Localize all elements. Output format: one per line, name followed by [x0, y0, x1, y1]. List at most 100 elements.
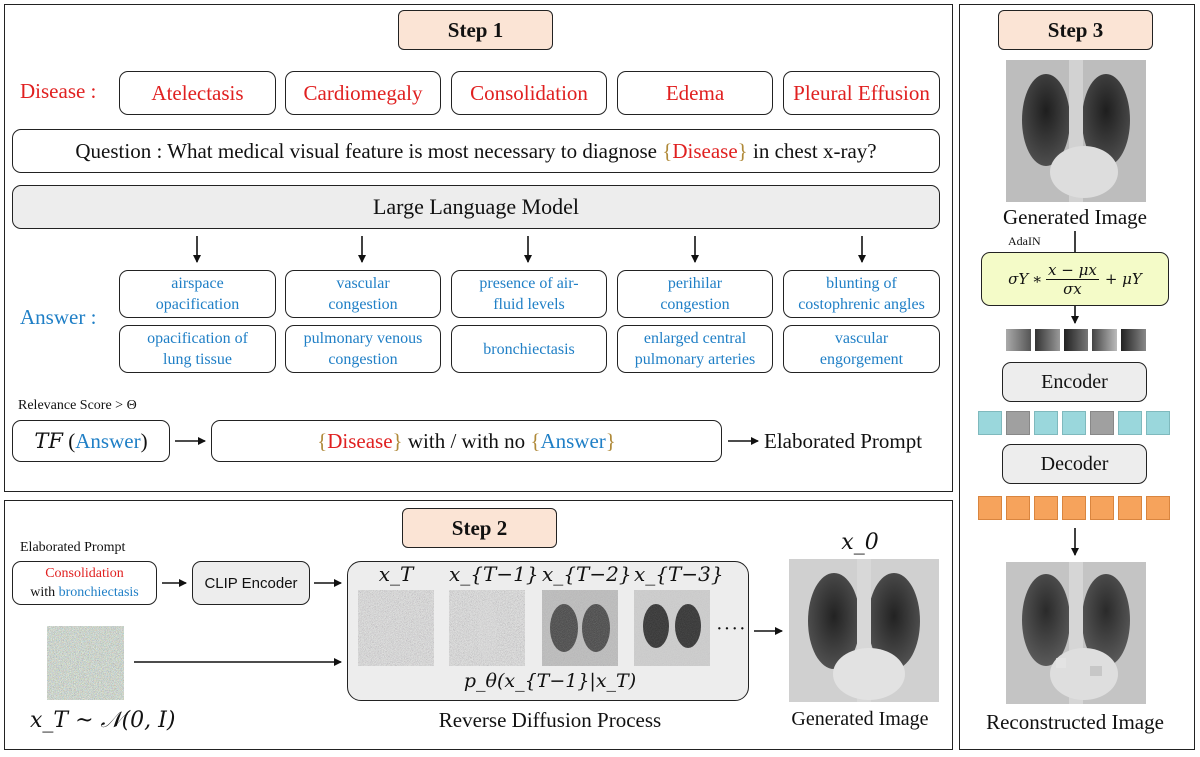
- xt-label: x_T: [378, 562, 414, 586]
- xray-texture: [634, 590, 710, 666]
- adain-label: AdaIN: [1008, 234, 1041, 248]
- answer-label: Answer :: [20, 305, 97, 329]
- prompt-answer: Answer: [540, 428, 606, 453]
- paren-open: (: [63, 428, 76, 453]
- encoder-token-row: [978, 411, 1170, 435]
- formula-plus: + μY: [1104, 270, 1142, 288]
- token: [1090, 496, 1114, 520]
- chest-xray-image: [789, 559, 939, 702]
- answer-text: pulmonary venous: [303, 330, 423, 347]
- prompt-disease: Disease: [327, 428, 393, 453]
- token: [1062, 411, 1086, 435]
- answer-text: blunting of: [826, 275, 897, 292]
- elab-answer: bronchiectasis: [58, 585, 139, 600]
- brace-open: {: [530, 428, 541, 453]
- generated-image-label-step3: Generated Image: [1003, 205, 1147, 229]
- disease-consolidation: Consolidation: [451, 71, 607, 115]
- step2-panel: [4, 500, 953, 750]
- paren-close: ): [140, 428, 148, 453]
- reverse-diffusion-label: Reverse Diffusion Process: [438, 708, 662, 732]
- xt3-label: x_{T−3}: [634, 562, 724, 586]
- xt1-label: x_{T−1}: [449, 562, 539, 586]
- tf-box: TF (Answer): [12, 420, 170, 462]
- brace-open: {: [662, 138, 673, 163]
- tf-argument: Answer: [75, 428, 141, 453]
- step2-title: Step 2: [402, 508, 557, 548]
- token: [1146, 496, 1170, 520]
- prompt-template-box: {Disease} with / with no {Answer}: [211, 420, 722, 462]
- answer-text: congestion: [328, 351, 398, 368]
- token: [1006, 411, 1030, 435]
- decoder-box: Decoder: [1002, 444, 1147, 484]
- prompt-mid: with / with no: [402, 428, 531, 453]
- question-post: in chest x-ray?: [747, 138, 877, 163]
- noise-texture: [358, 590, 434, 666]
- answer-text: lung tissue: [163, 351, 232, 368]
- token: [1006, 496, 1030, 520]
- step3-title: Step 3: [998, 10, 1153, 50]
- diffusion-image-xt3: [634, 590, 710, 666]
- token: [1062, 496, 1086, 520]
- token: [1118, 496, 1142, 520]
- step3-panel: [959, 4, 1195, 750]
- answer-text: vascular: [834, 330, 889, 347]
- token: [978, 411, 1002, 435]
- answer-text: bronchiectasis: [483, 340, 575, 358]
- reconstructed-image-label: Reconstructed Image: [986, 710, 1164, 734]
- reconstructed-xray: [1006, 562, 1146, 704]
- image-patch: [1121, 329, 1146, 351]
- formula-numerator: x − μx: [1046, 260, 1099, 280]
- clip-encoder-box: CLIP Encoder: [192, 561, 310, 605]
- generated-xray-step3: [1006, 60, 1146, 202]
- decoder-token-row: [978, 496, 1170, 520]
- token: [1090, 411, 1114, 435]
- elaborated-prompt-label: Elaborated Prompt: [764, 429, 923, 453]
- answer-text: presence of air-: [479, 275, 579, 292]
- disease-edema: Edema: [617, 71, 773, 115]
- generated-image-label-step2: Generated Image: [791, 708, 929, 730]
- patch-row: [1006, 329, 1146, 351]
- elab-line2: with bronchiectasis: [30, 583, 138, 602]
- formula-times: ∗: [1028, 271, 1047, 288]
- elab-prompt-box: Consolidation with bronchiectasis: [12, 561, 157, 605]
- token: [1118, 411, 1142, 435]
- answer-r2-5: vascular engorgement: [783, 325, 940, 373]
- p-theta-label: p_θ(x_{T−1}|x_T): [463, 670, 637, 692]
- brace-close: }: [392, 428, 403, 453]
- answer-text: opacification of: [147, 330, 248, 347]
- encoder-box: Encoder: [1002, 362, 1147, 402]
- formula-fraction: x − μx σx: [1046, 261, 1099, 298]
- answer-text: opacification: [155, 296, 240, 313]
- token: [1146, 411, 1170, 435]
- token: [1034, 496, 1058, 520]
- answer-r2-2: pulmonary venous congestion: [285, 325, 441, 373]
- formula-denominator: σx: [1063, 279, 1082, 298]
- disease-label: Disease :: [20, 79, 97, 103]
- elab-disease: Consolidation: [45, 566, 124, 581]
- chest-xray-image: [1006, 60, 1146, 202]
- token: [978, 496, 1002, 520]
- image-patch: [1063, 329, 1089, 351]
- answer-text: engorgement: [819, 351, 904, 368]
- disease-pleural-effusion: Pleural Effusion: [783, 71, 940, 115]
- continuation-dots: ····: [716, 618, 747, 640]
- question-box: Question : What medical visual feature i…: [12, 129, 940, 173]
- answer-text: pulmonary arteries: [634, 351, 756, 368]
- diffusion-image-xt1: [449, 590, 525, 666]
- x0-label: x_0: [841, 530, 879, 555]
- noise-image: [47, 626, 124, 700]
- disease-atelectasis: Atelectasis: [119, 71, 276, 115]
- answer-r1-3: presence of air-fluid levels: [451, 270, 607, 318]
- relevance-label: Relevance Score > Θ: [18, 398, 137, 413]
- answer-text: perihilar: [667, 275, 723, 292]
- token: [1034, 411, 1058, 435]
- diffusion-image-xt: [358, 590, 434, 666]
- brace-open: {: [317, 428, 328, 453]
- brace-close: }: [737, 138, 748, 163]
- step1-title: Step 1: [398, 10, 553, 50]
- step1-panel: [4, 4, 953, 492]
